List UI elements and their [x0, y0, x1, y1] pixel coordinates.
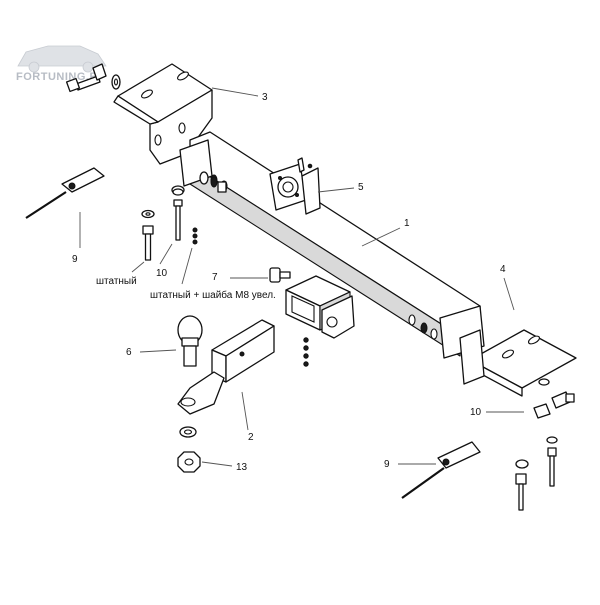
- tow-ball-part-6: [177, 315, 203, 367]
- nut-set-receiver: [303, 337, 309, 367]
- ball-mount-part-2: [177, 319, 275, 415]
- wiring-harness-part-9-right: [401, 441, 481, 499]
- washer-nut-part-13: [177, 426, 201, 473]
- label-part-5: 5: [358, 182, 364, 193]
- label-part-1: 1: [404, 218, 410, 229]
- label-part-3: 3: [262, 92, 268, 103]
- bolt-set-part-10-left: [141, 188, 198, 261]
- bracket-right-part-4: [459, 329, 577, 397]
- note-stock: штатный: [96, 276, 137, 287]
- part-labels: 3 1 5 4 6 7 2 13 9 9 10 10 штатный штатн…: [72, 92, 506, 473]
- bracket-left-part-3: [113, 63, 213, 165]
- leader-lines: [79, 87, 524, 467]
- label-part-7: 7: [212, 272, 218, 283]
- bolt-top-left: [65, 63, 121, 93]
- label-part-10-right: 10: [470, 407, 482, 418]
- note-stock-washer: штатный + шайба М8 увел.: [150, 289, 276, 301]
- label-part-6: 6: [126, 347, 132, 358]
- receiver-hitch-box: [285, 275, 355, 339]
- bolt-set-part-10-right: [515, 378, 575, 511]
- label-part-4: 4: [500, 264, 506, 275]
- socket-plate-part-5: [269, 157, 321, 215]
- cross-beam-part-1: [179, 131, 485, 359]
- label-part-2: 2: [248, 432, 254, 443]
- label-part-10-left: 10: [156, 268, 168, 279]
- wiring-harness-part-9-left: [25, 167, 105, 219]
- label-part-9-left: 9: [72, 254, 78, 265]
- label-part-9-right: 9: [384, 459, 390, 470]
- label-part-13: 13: [236, 462, 248, 473]
- bolt-part-7: [269, 267, 291, 283]
